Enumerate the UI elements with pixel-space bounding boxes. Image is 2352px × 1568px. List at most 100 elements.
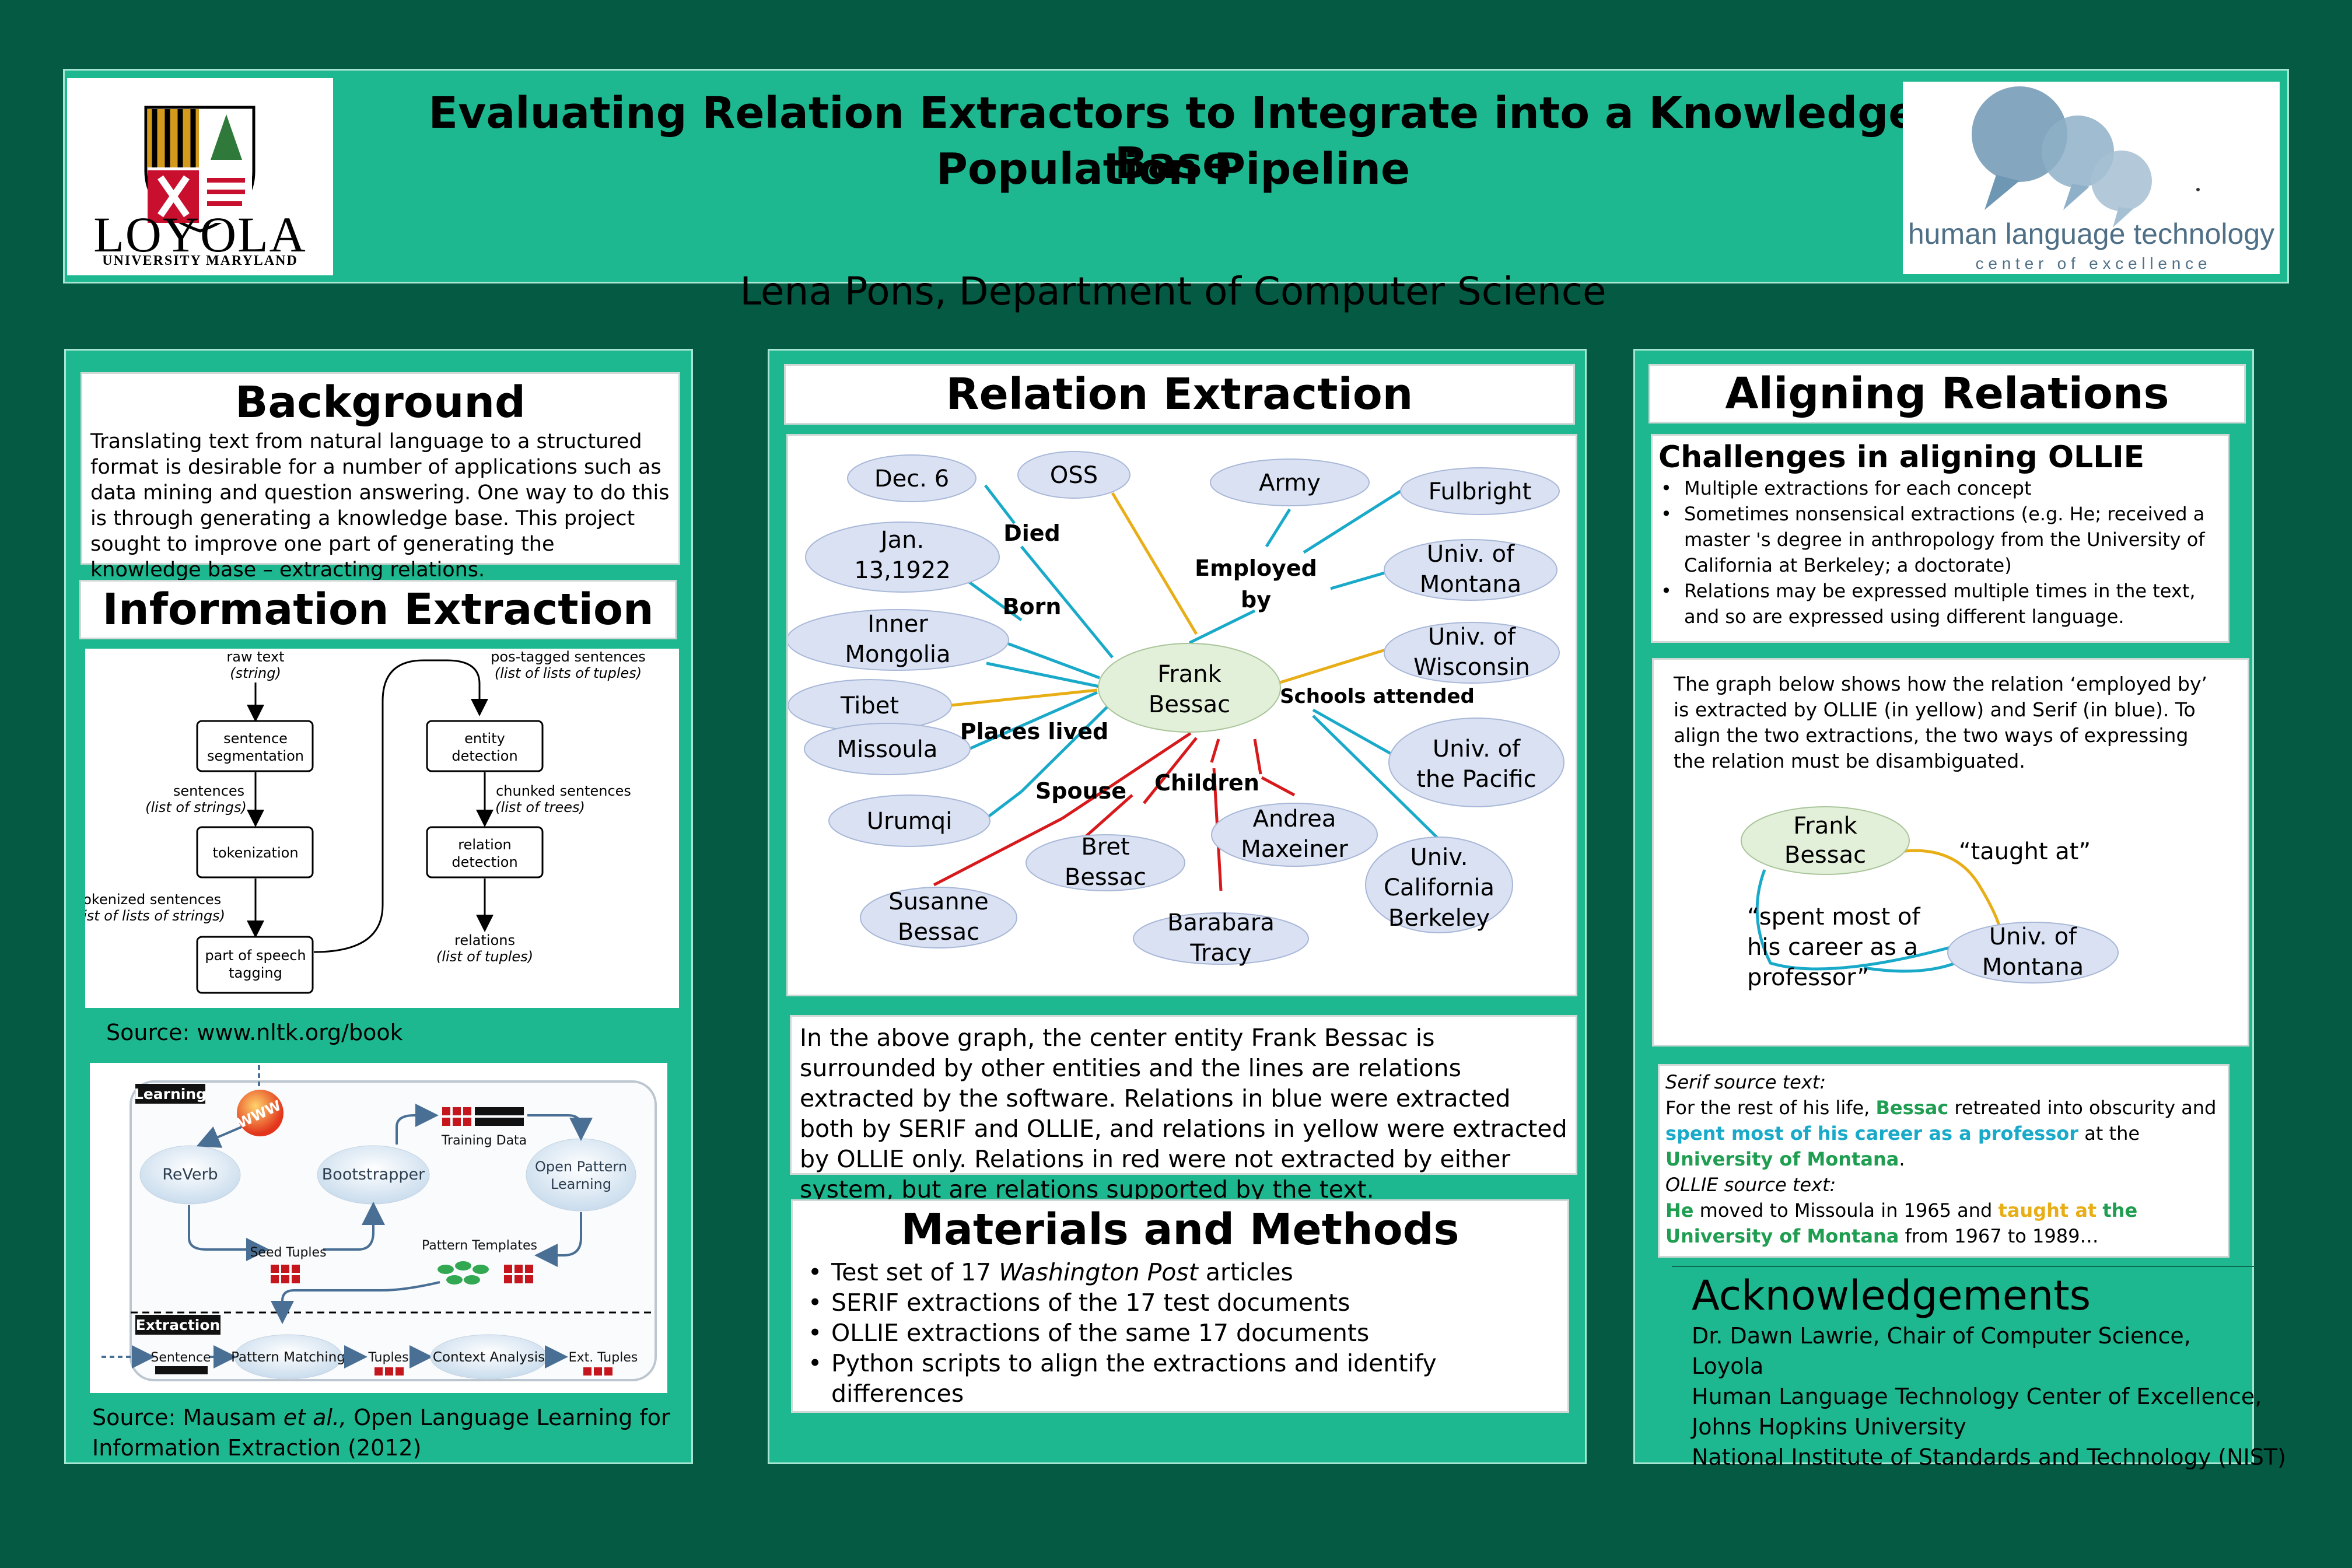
relation-graph: Frank Bessac Dec. 6 Jan. 13,1922 OSS Arm… [786, 451, 1564, 967]
node-bret-2: Bessac [1065, 864, 1146, 891]
label-children: Children [1154, 770, 1259, 796]
edge-montana [1330, 568, 1395, 590]
flow-tokenized-type: (list of lists of strings) [85, 908, 225, 924]
label-ext-tuples: Ext. Tuples [569, 1350, 638, 1365]
hlt-subtitle: c e n t e r o f e x c e l l e n c e [1975, 254, 2207, 272]
acknowledgements-line-4: National Institute of Standards and Tech… [1692, 1444, 2286, 1470]
label-extraction: Extraction [136, 1317, 220, 1334]
flow-sentences: sentences [173, 783, 244, 799]
acknowledgements: Acknowledgements Dr. Dawn Lawrie, Chair … [1692, 1270, 2286, 1472]
label-spouse: Spouse [1035, 778, 1126, 804]
node-fulbright: Fulbright [1429, 478, 1532, 505]
node-montana-1: Univ. of [1427, 541, 1515, 568]
speech-bubbles-icon [1972, 86, 2200, 228]
node-jan-2: 13,1922 [854, 557, 950, 584]
serif-text-3: at the [2078, 1122, 2140, 1144]
edge-inner-mongolia [986, 662, 1100, 688]
acknowledgements-line-3: Johns Hopkins University [1692, 1414, 1966, 1440]
flow-entity-2: detection [452, 748, 517, 764]
node-tibet: Tibet [840, 692, 899, 719]
flow-entity-1: entity [464, 730, 505, 747]
background-title: Background [235, 377, 526, 428]
loyola-wordmark: LOYOLA [93, 206, 307, 262]
label-schools-attended: Schools attended [1280, 685, 1475, 708]
ollie-text: He moved to Missoula in 1965 and taught … [1665, 1198, 2222, 1249]
edge-taught-at [1904, 849, 2003, 935]
ack-divider [1672, 1266, 2255, 1267]
materials-item-3: OLLIE extractions of the same 17 documen… [801, 1318, 1559, 1348]
label-sentence: Sentence [150, 1350, 211, 1365]
edge-employed-by [1188, 609, 1256, 645]
ollie-text-3: from 1967 to 1989… [1899, 1225, 2099, 1247]
node-frank-1: Frank [1157, 661, 1222, 688]
loyola-logo: LOYOLA UNIVERSITY MARYLAND [67, 78, 333, 275]
flow-sentence-seg-1: sentence [223, 730, 288, 747]
poster-author: Lena Pons, Department of Computer Scienc… [740, 269, 1606, 314]
flow-sentence-seg-2: segmentation [207, 748, 304, 764]
flow-relations: relations [454, 932, 515, 949]
serif-entity-bessac: Bessac [1875, 1097, 1949, 1119]
alignment-graph-box: The graph below shows how the relation ‘… [1652, 658, 2249, 1046]
flow-pos-tagged: pos-tagged sentences [491, 649, 646, 665]
serif-entity-university: University of Montana [1665, 1148, 1899, 1170]
edge-oss [1111, 492, 1198, 635]
node-dec6: Dec. 6 [874, 466, 949, 492]
acknowledgements-title: Acknowledgements [1692, 1272, 2091, 1320]
edge-children [1143, 737, 1198, 804]
node-urumqi: Urumqi [867, 808, 953, 835]
materials-item-2: SERIF extractions of the 17 test documen… [801, 1287, 1559, 1318]
materials-box: Materials and Methods Test set of 17 Was… [791, 1199, 1569, 1413]
node-inner-2: Mongolia [845, 641, 951, 668]
flow-tokenization: tokenization [212, 845, 298, 861]
challenge-2: Sometimes nonsensical extractions (e.g. … [1658, 501, 2222, 578]
relation-caption: In the above graph, the center entity Fr… [790, 1015, 1577, 1203]
serif-text-2: retreated into obscurity and [1948, 1097, 2217, 1119]
node-pacific-1: Univ. of [1433, 736, 1521, 762]
flow-relations-type: (list of tuples) [436, 949, 533, 965]
node-army: Army [1259, 470, 1321, 496]
label-seed-tuples: Seed Tuples [250, 1245, 326, 1260]
node-barabara-1: Barabara [1167, 909, 1275, 936]
materials-item-1-em: Washington Post [999, 1258, 1198, 1286]
mini-label-spent-1: “spent most of [1747, 904, 1920, 930]
label-training-data: Training Data [441, 1133, 527, 1148]
label-employed-2: by [1241, 587, 1271, 612]
challenges-title: Challenges in aligning OLLIE [1658, 440, 2145, 475]
edge-died-dec6 [984, 484, 1016, 524]
aligning-title: Aligning Relations [1725, 369, 2169, 419]
serif-text-4: . [1899, 1148, 1905, 1170]
loyola-shield-icon [144, 106, 256, 233]
materials-item-1: Test set of 17 Washington Post articles [801, 1257, 1559, 1287]
info-extraction-title-box: Information Extraction [79, 580, 677, 639]
edge-places-lived [1020, 698, 1116, 793]
alignment-mini-graph: Frank Bessac Univ. of Montana “taught at… [1741, 806, 2119, 991]
mini-node-frank-2: Bessac [1784, 842, 1866, 869]
alignment-graph-description: The graph below shows how the relation ‘… [1674, 673, 2207, 772]
loyola-subtitle: UNIVERSITY MARYLAND [102, 253, 298, 268]
label-learning: Learning [134, 1086, 206, 1102]
edge-bret [1079, 794, 1133, 843]
node-bret-1: Bret [1081, 834, 1129, 860]
challenges-list: Multiple extractions for each concept So… [1658, 475, 2222, 629]
materials-item-4: Python scripts to align the extractions … [801, 1348, 1559, 1409]
node-susanne-2: Bessac [898, 919, 979, 946]
relation-extraction-title-box: Relation Extraction [784, 364, 1575, 425]
relation-graph-box: Frank Bessac Dec. 6 Jan. 13,1922 OSS Arm… [786, 434, 1577, 996]
edge-wisconsin [1278, 645, 1395, 685]
ollie-entity-university: the University of Montana [1665, 1199, 2138, 1247]
mini-node-montana-2: Montana [1982, 954, 2084, 981]
poster-title-line1: Evaluating Relation Extractors to Integr… [428, 88, 1918, 188]
serif-text: For the rest of his life, Bessac retreat… [1665, 1095, 2222, 1172]
flow-chunked-type: (list of trees) [495, 799, 585, 816]
label-places-lived: Places lived [960, 719, 1108, 744]
edge-spouse [1061, 732, 1192, 820]
flow-relation-1: relation [458, 836, 511, 853]
edge-children-2 [1210, 738, 1220, 763]
edge-tibet [951, 688, 1098, 707]
serif-relation-spent: spent most of his career as a professor [1665, 1122, 2079, 1144]
source-mausam-c: Information Extraction (2012) [92, 1435, 422, 1461]
background-text: Translating text from natural language t… [90, 430, 670, 582]
info-extraction-title: Information Extraction [102, 584, 654, 635]
node-oss: OSS [1050, 462, 1098, 489]
challenge-3: Relations may be expressed multiple time… [1658, 578, 2222, 629]
